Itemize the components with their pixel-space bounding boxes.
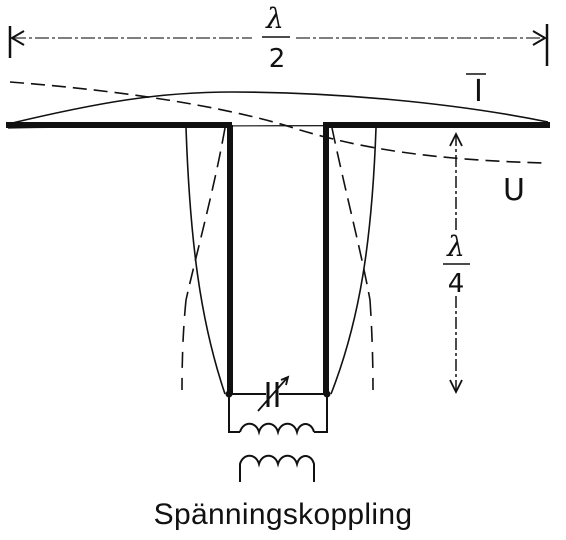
feed-voltage-curve-right-inner	[331, 127, 371, 301]
quarter-wave-arrow-bottom	[449, 379, 463, 395]
quarter-wave-arrow-top	[449, 131, 463, 147]
quarter-wave-dimension: λ 4	[443, 131, 470, 395]
half-wave-label-numerator: λ	[265, 2, 284, 35]
feed-voltage-curve-left-outer	[181, 299, 187, 391]
feed-voltage-curve-left-inner	[185, 127, 226, 301]
feed-voltage-curve-right-outer	[369, 299, 374, 391]
diagram-caption: Spänningskoppling	[153, 498, 413, 531]
coupling-coils	[228, 394, 328, 482]
voltage-distribution-curve	[9, 81, 546, 164]
feed-current-curve-left	[185, 127, 226, 395]
feed-current-curve-right	[330, 127, 377, 395]
current-distribution-curve	[7, 91, 549, 125]
quarter-wave-label-denominator: 4	[448, 269, 465, 299]
current-baseline-curve	[7, 125, 549, 129]
secondary-coil	[239, 454, 315, 482]
capacitor-adjust-arrow	[257, 377, 288, 412]
half-wave-label-denominator: 2	[269, 44, 286, 74]
half-wave-dimension: λ 2	[8, 2, 549, 74]
quarter-wave-label-numerator: λ	[446, 230, 465, 263]
variable-capacitor	[225, 375, 331, 412]
voltage-label: U	[503, 173, 525, 208]
feed-line	[227, 125, 329, 393]
coil-lead-right	[314, 394, 328, 433]
dimension-arrow-left	[10, 30, 25, 46]
coil-lead-left	[228, 394, 240, 433]
dimension-arrow-right	[532, 30, 547, 46]
primary-coil	[239, 422, 315, 436]
current-label: I	[474, 74, 483, 109]
capacitor-adjust-arrowhead	[280, 375, 290, 386]
